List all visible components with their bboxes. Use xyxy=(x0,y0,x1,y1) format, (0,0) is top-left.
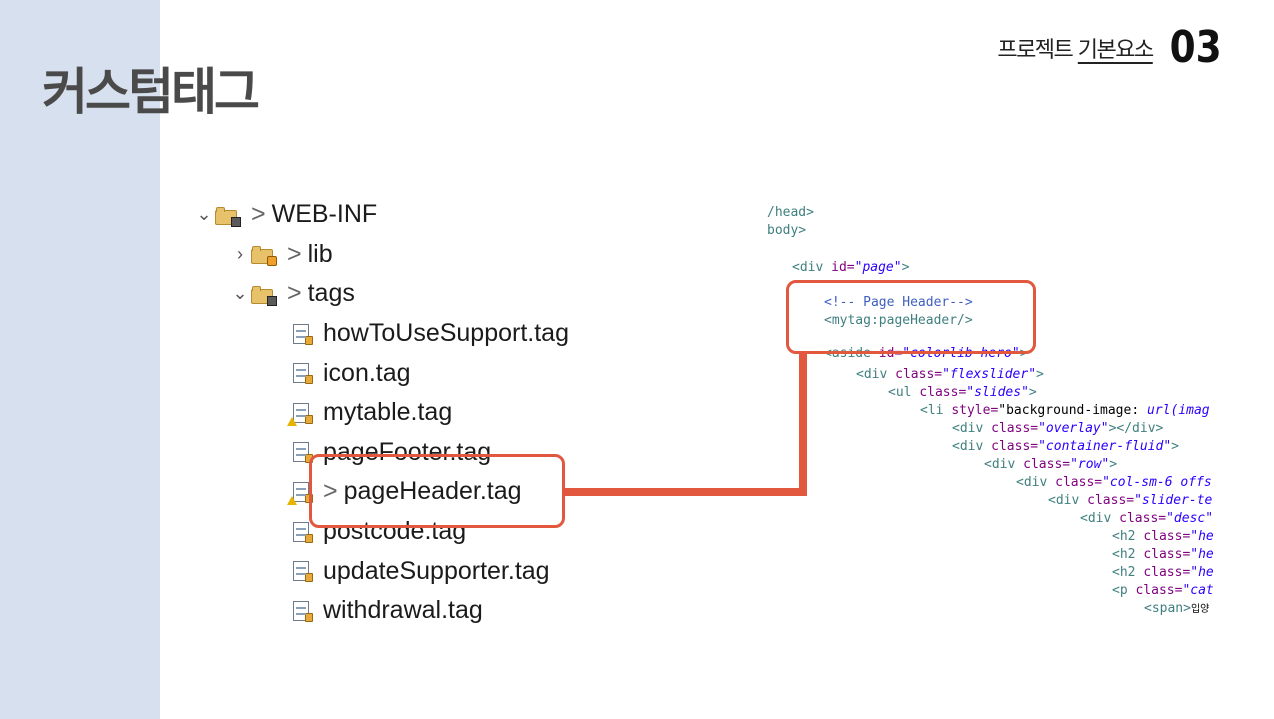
code-line: <div id="page"> xyxy=(792,260,910,275)
modified-marker: > xyxy=(323,477,338,506)
code-line: <li style="background-image: url(imag xyxy=(920,403,1210,418)
connector-line-horizontal xyxy=(563,488,807,496)
code-line: <div class="container-fluid"> xyxy=(952,439,1179,454)
tree-item-file[interactable]: pageFooter.tag xyxy=(193,433,569,473)
tree-item-label: WEB-INF xyxy=(271,200,378,229)
tag-file-icon xyxy=(291,363,313,385)
tag-file-icon xyxy=(291,561,313,583)
tree-item-label: tags xyxy=(307,279,355,308)
folder-icon xyxy=(251,284,277,306)
page-title: 커스텀태그 xyxy=(42,63,260,121)
highlight-box-code xyxy=(786,280,1036,354)
tree-item-label: updateSupporter.tag xyxy=(323,556,550,585)
folder-icon xyxy=(215,205,241,227)
code-line: body> xyxy=(767,223,807,238)
tag-file-warning-icon xyxy=(287,481,313,505)
code-line: <p class="cat xyxy=(1112,583,1214,598)
tag-file-icon xyxy=(291,600,313,622)
section-caption-underlined: 기본요소 xyxy=(1077,38,1154,63)
folder-icon xyxy=(251,244,277,267)
tree-item-label: lib xyxy=(307,239,333,268)
project-explorer-tree: ⌄ > WEB-INF › > lib ⌄ > tags howToUseSup… xyxy=(193,195,569,631)
code-line: <h2 class="he xyxy=(1112,565,1214,580)
tag-file-icon xyxy=(291,323,313,345)
section-caption: 프로젝트 기본요소 xyxy=(997,32,1154,64)
tree-item-label: withdrawal.tag xyxy=(323,596,483,625)
tree-item-label: howToUseSupport.tag xyxy=(323,319,569,348)
highlight-box-tree xyxy=(309,454,565,528)
tree-separator: > xyxy=(287,279,302,308)
tree-item-web-inf[interactable]: ⌄ > WEB-INF xyxy=(193,195,569,235)
chevron-down-icon[interactable]: ⌄ xyxy=(196,204,212,225)
tree-item-file[interactable]: howToUseSupport.tag xyxy=(193,314,569,354)
code-line: /head> xyxy=(767,205,814,220)
code-line: <h2 class="he xyxy=(1112,547,1214,562)
code-line: <div class="col-sm-6 offs xyxy=(1016,475,1212,490)
code-line: <div class="flexslider"> xyxy=(856,367,1044,382)
section-header: 프로젝트 기본요소 03 xyxy=(997,26,1226,70)
code-line: <div class="row"> xyxy=(984,457,1118,472)
tree-item-label: pageHeader.tag xyxy=(343,477,522,506)
code-line: <span>입양 xyxy=(1144,601,1210,616)
tree-item-lib[interactable]: › > lib xyxy=(193,235,569,275)
tree-separator: > xyxy=(287,239,302,268)
tree-separator: > xyxy=(251,200,266,229)
tree-item-file[interactable]: postcode.tag xyxy=(193,512,569,552)
code-line: <div class="slider-te xyxy=(1048,493,1213,508)
code-line: <div class="desc" xyxy=(1080,511,1214,526)
tree-item-tags[interactable]: ⌄ > tags xyxy=(193,274,569,314)
tree-item-file[interactable]: > pageHeader.tag xyxy=(193,472,569,512)
tree-item-label: postcode.tag xyxy=(323,517,467,546)
section-number: 03 xyxy=(1169,22,1222,73)
tag-file-warning-icon xyxy=(287,402,313,426)
tree-item-label: pageFooter.tag xyxy=(323,437,492,466)
side-band xyxy=(0,0,160,719)
code-line: <!-- Page Header--> xyxy=(824,295,973,310)
code-line: <ul class="slides"> xyxy=(888,385,1037,400)
tree-item-label: icon.tag xyxy=(323,358,411,387)
tag-file-icon xyxy=(291,521,313,543)
tree-item-file[interactable]: mytable.tag xyxy=(193,393,569,433)
chevron-down-icon[interactable]: ⌄ xyxy=(232,283,248,304)
code-line: <div class="overlay"></div> xyxy=(952,421,1164,436)
code-line: <h2 class="he xyxy=(1112,529,1214,544)
tree-item-file[interactable]: withdrawal.tag xyxy=(193,591,569,631)
tree-item-file[interactable]: icon.tag xyxy=(193,353,569,393)
code-editor: /head> body> <div id="page"> <!-- Page H… xyxy=(767,204,1219,624)
tree-item-file[interactable]: updateSupporter.tag xyxy=(193,551,569,591)
code-line: <mytag:pageHeader/> xyxy=(824,313,973,328)
tree-item-label: mytable.tag xyxy=(323,398,453,427)
chevron-right-icon[interactable]: › xyxy=(237,243,243,264)
section-caption-prefix: 프로젝트 xyxy=(997,38,1078,63)
connector-line-vertical xyxy=(799,352,807,496)
